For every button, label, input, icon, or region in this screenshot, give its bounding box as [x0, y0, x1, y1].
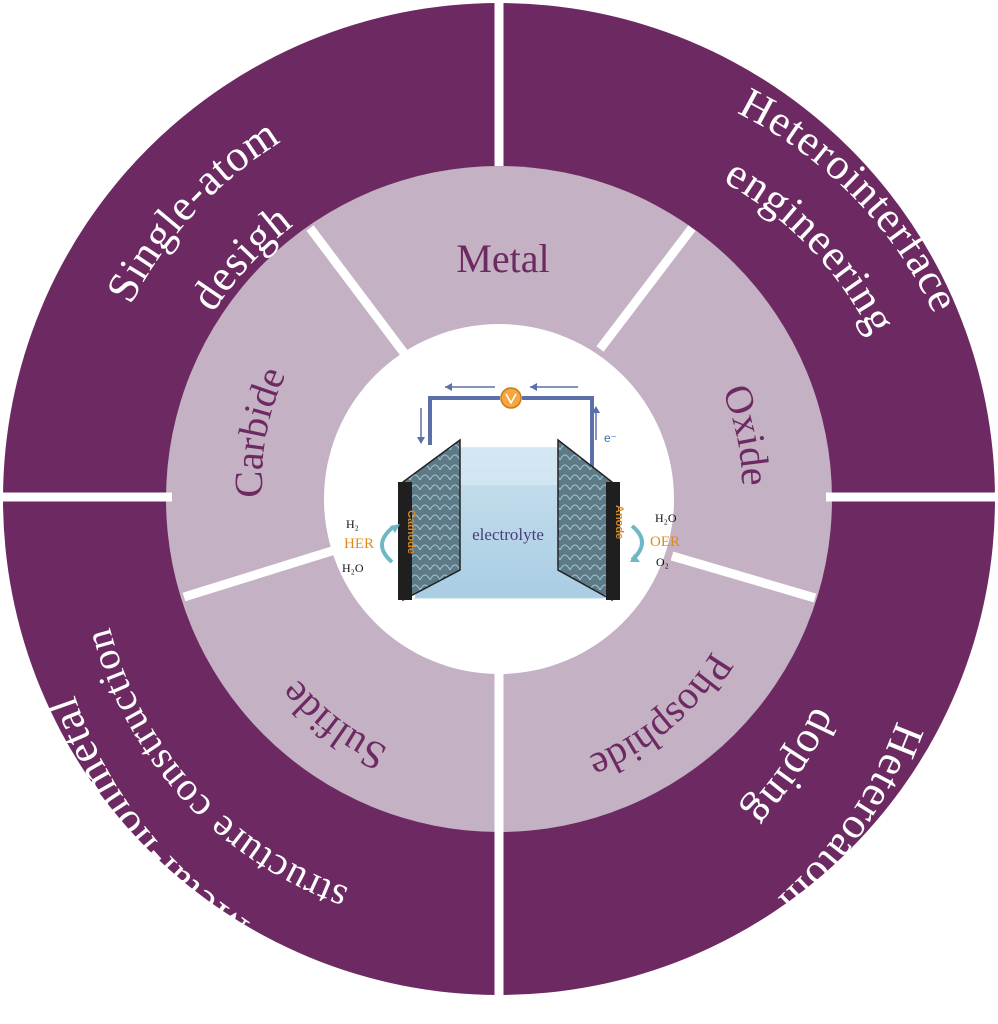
oer-arrow-head: [630, 554, 640, 562]
electrolyte-surface: [455, 448, 565, 485]
anode-edge: [606, 482, 620, 600]
circuit-wire-right: [522, 396, 594, 470]
middle-divider-1: [306, 225, 408, 356]
label-metal: Metal: [456, 236, 549, 281]
cathode-edge: [398, 482, 412, 600]
her-label: HER: [344, 536, 374, 552]
her-top: H₂: [346, 517, 359, 531]
cathode-label: Cathode: [405, 510, 417, 554]
anode-label: Anode: [613, 505, 625, 539]
electrolyte-label: electrolyte: [472, 525, 544, 544]
her-bottom: H₂O: [342, 561, 364, 575]
circuit-wire-left: [428, 396, 500, 445]
electron-arrow-left-head: [445, 383, 452, 391]
power-source-glyph: [505, 393, 517, 405]
electron-label: e⁻: [604, 431, 617, 445]
middle-divider-5: [182, 545, 337, 602]
her-arrow: [380, 526, 394, 564]
oer-label: OER: [650, 534, 680, 550]
her-arrow-head: [390, 524, 400, 533]
electrolyzer-illustration: e⁻ electrolyte Cathode Anode H₂ HER H₂O …: [342, 383, 680, 602]
middle-divider-3: [670, 551, 817, 603]
oer-bottom: O₂: [656, 555, 669, 569]
power-source-icon: [500, 387, 522, 409]
electron-arrow-up-head: [592, 406, 600, 413]
electron-arrow-down-head: [417, 437, 425, 444]
oer-top: H₂O: [655, 511, 677, 525]
middle-divider-2: [596, 225, 696, 352]
electron-arrow-right-head: [530, 383, 537, 391]
